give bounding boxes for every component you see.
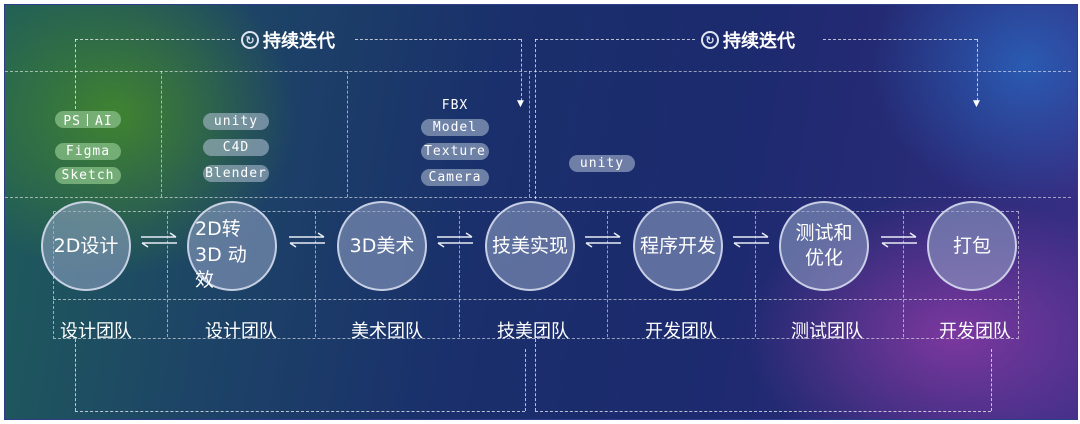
grid-line [5, 71, 1071, 72]
table-col [459, 211, 460, 337]
grid-line [529, 71, 530, 197]
bidirectional-arrow-icon [289, 232, 325, 248]
stage-circle: 程序开发 [633, 201, 723, 291]
bidirectional-arrow-icon [437, 232, 473, 248]
table-col [607, 211, 608, 337]
team-label: 美术团队 [351, 321, 423, 342]
stage-circle: 打包 [927, 201, 1017, 291]
workflow-diagram: ▼ ▼ ↻ 持续迭代 ↻ 持续迭代 PS丨AI Figma Sketch uni… [4, 4, 1078, 420]
loop-line [355, 39, 521, 40]
tool-pill: Sketch [55, 167, 121, 184]
tool-pill: FBX [441, 98, 469, 113]
table-col [315, 211, 316, 337]
tool-pill: Texture [421, 143, 489, 160]
grid-line [161, 71, 162, 197]
loop-line [535, 339, 536, 411]
refresh-icon: ↻ [701, 31, 719, 49]
grid-line [347, 71, 348, 197]
arrow-down-icon: ▼ [517, 99, 524, 109]
team-label: 技美团队 [497, 321, 569, 342]
loop-line [977, 39, 978, 101]
table-col [167, 211, 168, 337]
loop-line [525, 349, 526, 411]
tool-pill: Figma [55, 143, 121, 160]
loop-line [535, 39, 695, 40]
stage-circle: 2D转 3D 动 效 [187, 201, 277, 291]
stage-circle: 3D美术 [337, 201, 427, 291]
stage-circle: 2D设计 [41, 201, 131, 291]
team-label: 测试团队 [791, 321, 863, 342]
iteration-label: ↻ 持续迭代 [241, 27, 335, 53]
grid-line [5, 197, 1071, 198]
refresh-icon: ↻ [241, 31, 259, 49]
tool-pill: unity [569, 155, 635, 172]
bidirectional-arrow-icon [141, 232, 177, 248]
tool-pill: PS丨AI [55, 111, 121, 129]
table-col [755, 211, 756, 337]
loop-line [75, 411, 525, 412]
tool-pill: unity [203, 113, 269, 130]
loop-line [521, 39, 522, 101]
team-label: 开发团队 [645, 321, 717, 342]
tool-pill: Blender [203, 165, 269, 182]
iteration-label: ↻ 持续迭代 [701, 27, 795, 53]
table-row-divider [53, 299, 1017, 300]
tool-pill: Camera [421, 169, 489, 186]
loop-line [535, 411, 991, 412]
loop-line [75, 39, 235, 40]
team-label: 开发团队 [939, 321, 1011, 342]
stage-circle: 测试和 优化 [779, 201, 869, 291]
team-label: 设计团队 [205, 321, 277, 342]
bidirectional-arrow-icon [585, 232, 621, 248]
table-col [903, 211, 904, 337]
bidirectional-arrow-icon [733, 232, 769, 248]
arrow-down-icon: ▼ [973, 99, 980, 109]
team-label: 设计团队 [60, 321, 132, 342]
tool-pill: C4D [203, 139, 269, 156]
loop-line [535, 39, 536, 199]
loop-line [75, 339, 76, 411]
loop-line [75, 39, 76, 109]
loop-line [823, 39, 977, 40]
loop-line [991, 349, 992, 411]
bidirectional-arrow-icon [881, 232, 917, 248]
stage-circle: 技美实现 [485, 201, 575, 291]
tool-pill: Model [421, 119, 489, 136]
